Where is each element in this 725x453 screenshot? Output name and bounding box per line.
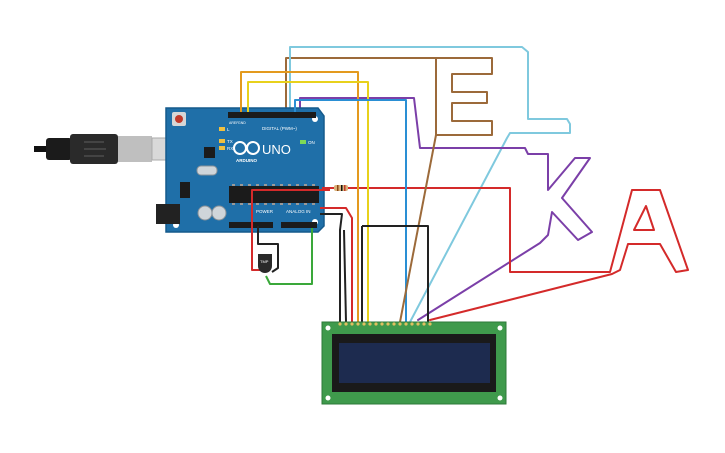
tx-led-label: TX xyxy=(227,139,233,144)
aref-label: AREF xyxy=(229,121,238,125)
usb-cable-boot xyxy=(46,138,72,160)
letter-a-wire xyxy=(346,187,689,321)
letter-k-wire xyxy=(299,97,593,321)
l-led xyxy=(219,127,225,131)
letter-e-wire xyxy=(285,57,493,136)
lcd-mount-hole xyxy=(497,395,503,401)
signal-wires xyxy=(240,71,437,323)
on-led xyxy=(300,140,306,144)
reset-button-cap[interactable] xyxy=(175,115,183,123)
letter-l-wire xyxy=(289,46,571,323)
arduino-uno-board: L TX RX ON UNO ARDUINO DIGITAL (PWM~) AR… xyxy=(156,107,325,233)
logo-infinity-right xyxy=(246,141,260,155)
atmega-chip xyxy=(229,186,319,203)
letter-a-hole xyxy=(633,205,655,231)
lcd-mount-hole xyxy=(325,395,331,401)
l-led-label: L xyxy=(227,127,230,132)
resistor xyxy=(322,185,350,191)
temperature-sensor: TMP xyxy=(258,254,272,273)
resistor-band xyxy=(341,185,343,191)
power-header-label: POWER xyxy=(256,209,274,214)
lcd-mount-hole xyxy=(497,325,503,331)
analog-header xyxy=(281,222,317,228)
wire-black-gnd-2 xyxy=(343,229,347,323)
lcd-screen xyxy=(339,343,490,383)
usb-plug-metal xyxy=(118,136,152,162)
wire-red-vcc xyxy=(320,207,353,322)
tx-led xyxy=(219,139,225,143)
sensor-body xyxy=(258,254,272,273)
resistor-band xyxy=(344,185,346,191)
lcd-mount-hole xyxy=(325,325,331,331)
sensor-label: TMP xyxy=(260,259,269,264)
lcd-module xyxy=(321,321,507,405)
wire-brown-lcd xyxy=(399,134,437,323)
analog-header-label: ANALOG IN xyxy=(286,209,311,214)
gnd-label: GND xyxy=(238,121,246,125)
usb-chip xyxy=(204,147,215,158)
usb-cable-tail xyxy=(34,146,48,152)
wire-black-sensor xyxy=(257,226,279,273)
rx-led-label: RX xyxy=(227,146,233,151)
arduino-logo: UNO ARDUINO xyxy=(233,141,291,163)
lcd-pins xyxy=(338,322,432,326)
wire-green-sensor xyxy=(265,228,313,285)
dc-power-jack xyxy=(156,204,180,224)
on-led-label: ON xyxy=(308,140,315,145)
wire-red-sensor xyxy=(251,226,260,271)
board-brand: ARDUINO xyxy=(236,158,257,163)
wire-red-power xyxy=(251,189,330,226)
regulator xyxy=(180,182,190,198)
usb-plug-grip xyxy=(84,141,106,157)
digital-header-label: DIGITAL (PWM~) xyxy=(262,126,297,131)
wire-yellow xyxy=(247,81,369,322)
board-model: UNO xyxy=(262,142,291,157)
usb-cable xyxy=(34,134,183,164)
wire-black-gnd-1 xyxy=(320,213,343,322)
resistor-band xyxy=(337,185,339,191)
wire-orange xyxy=(240,71,359,322)
wire-black-gnd-3 xyxy=(362,225,429,322)
capacitor xyxy=(211,205,227,221)
wire-letters xyxy=(285,46,689,323)
wire-blue xyxy=(294,99,407,322)
rx-led xyxy=(219,146,225,150)
digital-header xyxy=(228,112,316,118)
capacitor xyxy=(197,205,213,221)
chip-pins xyxy=(232,184,315,205)
crystal-oscillator xyxy=(196,165,218,176)
